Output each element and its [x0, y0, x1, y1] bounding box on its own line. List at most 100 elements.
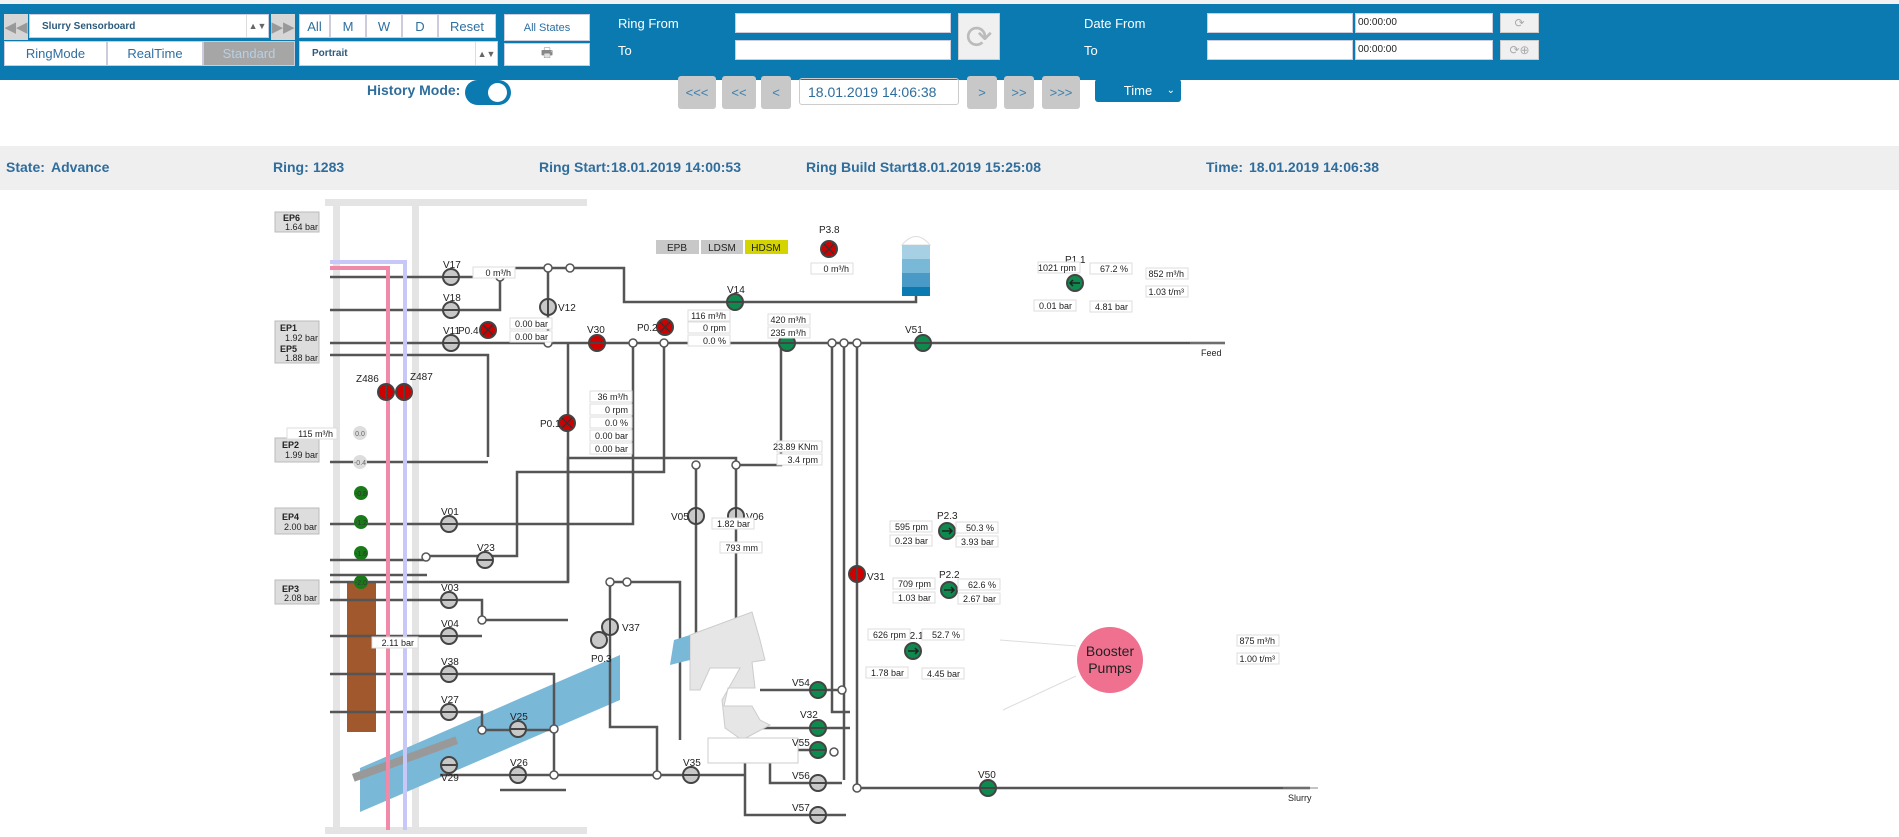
- period-week-button[interactable]: W: [366, 14, 402, 38]
- valve-v51[interactable]: V51: [905, 325, 932, 352]
- mode-tab-epb[interactable]: [656, 240, 699, 254]
- valve-label: Z487: [410, 372, 433, 383]
- valve-z486[interactable]: Z486: [356, 374, 395, 401]
- step-select[interactable]: Time⌄: [1095, 79, 1181, 102]
- date-add-button[interactable]: ⟳⊕: [1500, 40, 1539, 60]
- nav-fast-forward-button[interactable]: >>: [1004, 76, 1034, 109]
- prev-board-button[interactable]: ◀◀: [4, 14, 28, 40]
- time-from-input[interactable]: 00:00:00: [1355, 13, 1493, 33]
- valve-v32[interactable]: V32: [800, 710, 827, 737]
- valve-v26[interactable]: V26: [509, 758, 528, 784]
- valve-v23[interactable]: V23: [476, 543, 495, 569]
- board-select[interactable]: Slurry Sensorboard▲▼: [29, 14, 269, 38]
- pump-p3-8[interactable]: P3.8: [819, 225, 840, 258]
- nav-first-button[interactable]: <<<: [678, 76, 716, 109]
- next-board-button[interactable]: ▶▶: [271, 14, 295, 40]
- select-arrows-icon: ▲▼: [246, 15, 268, 37]
- valve-v30[interactable]: V30: [587, 325, 606, 352]
- valve-v12[interactable]: V12: [539, 298, 576, 316]
- readout: 626 rpm: [867, 628, 911, 641]
- valve-v14[interactable]: V14: [726, 285, 745, 311]
- realtime-button[interactable]: RealTime: [107, 41, 203, 66]
- ep5-value: 1.88 bar: [285, 353, 318, 363]
- nav-last-button[interactable]: >>>: [1042, 76, 1080, 109]
- valve-v57[interactable]: V57: [792, 803, 827, 824]
- valve-z487[interactable]: Z487: [395, 372, 433, 401]
- all-states-button[interactable]: All States: [504, 14, 590, 41]
- valve-v05[interactable]: V05: [671, 507, 705, 525]
- valve-v27[interactable]: V27: [440, 695, 459, 721]
- nav-forward-button[interactable]: >: [967, 76, 997, 109]
- ring-to-input[interactable]: [735, 40, 951, 60]
- valve-v03[interactable]: V03: [440, 583, 459, 609]
- orientation-select[interactable]: Portrait▲▼: [299, 41, 498, 66]
- date-refresh-button[interactable]: ⟳: [1500, 13, 1539, 33]
- booster-pumps[interactable]: Booster Pumps: [999, 627, 1143, 711]
- history-mode-toggle[interactable]: [465, 80, 511, 105]
- valve-v55[interactable]: V55: [792, 738, 827, 759]
- reset-button[interactable]: Reset: [438, 14, 496, 38]
- svg-text:23.89 KNm: 23.89 KNm: [773, 442, 818, 452]
- valve-v38[interactable]: V38: [440, 657, 459, 683]
- refresh-plus-icon: ⟳⊕: [1509, 43, 1530, 57]
- valve-label: V32: [800, 710, 818, 721]
- nav-fast-back-button[interactable]: <<: [722, 76, 756, 109]
- pump-p2-1[interactable]: P2.1: [903, 631, 924, 660]
- valve-v11[interactable]: V11: [442, 326, 460, 352]
- mode-tabs: EPB LDSM HDSM: [656, 240, 788, 254]
- valve-v54[interactable]: V54: [792, 678, 827, 699]
- mode-tab-ldsm[interactable]: [701, 240, 743, 254]
- period-day-button[interactable]: D: [402, 14, 438, 38]
- mode-tab-hdsm[interactable]: [745, 240, 788, 254]
- ringmode-button[interactable]: RingMode: [4, 41, 107, 66]
- date-to-input[interactable]: [1207, 40, 1353, 60]
- valve-v50[interactable]: V50: [978, 770, 997, 797]
- pump-p0-4[interactable]: P0.4: [458, 321, 497, 339]
- toggle-knob: [488, 83, 507, 102]
- valve-v56[interactable]: V56: [792, 771, 827, 792]
- date-from-input[interactable]: [1207, 13, 1353, 33]
- mode-tab-hdsm-label: HDSM: [751, 243, 780, 254]
- nav-back-button[interactable]: <: [761, 76, 791, 109]
- valve-label: V31: [867, 572, 885, 583]
- period-month-button[interactable]: M: [330, 14, 366, 38]
- slurry-label: Slurry: [1288, 793, 1312, 803]
- valve-v18[interactable]: V18: [442, 293, 461, 319]
- valve-v31[interactable]: V31: [848, 565, 885, 583]
- readout: 115 m³/h: [286, 427, 338, 440]
- pump-p0-2[interactable]: P0.2: [637, 318, 674, 336]
- ring-from-input[interactable]: [735, 13, 951, 33]
- ep3-value: 2.08 bar: [284, 593, 317, 603]
- valve-v04[interactable]: V04: [440, 619, 459, 645]
- excavation-chamber: [347, 583, 376, 732]
- readout: 67.2 %: [1089, 262, 1133, 275]
- readout: 4.81 bar: [1089, 300, 1133, 313]
- valve-label: V12: [558, 303, 576, 314]
- svg-text:36 m³/h: 36 m³/h: [597, 392, 628, 402]
- pump-p2-3[interactable]: P2.3: [937, 511, 958, 540]
- refresh-button[interactable]: ⟳: [958, 13, 1000, 60]
- print-button[interactable]: 🖶: [504, 43, 590, 66]
- ring-to-label: To: [618, 43, 632, 58]
- pump-p0-1[interactable]: P0.1: [540, 414, 576, 432]
- standard-button[interactable]: Standard: [203, 41, 295, 66]
- svg-text:1.03 bar: 1.03 bar: [898, 593, 931, 603]
- valve-label: V14: [727, 285, 745, 296]
- period-all-button[interactable]: All: [299, 14, 330, 38]
- pump-p1-1[interactable]: P1.1: [1065, 255, 1086, 292]
- double-chevron-left-icon: ◀◀: [4, 19, 28, 36]
- pump-p0-3[interactable]: P0.3: [590, 631, 612, 665]
- valve-v17[interactable]: V17: [442, 260, 461, 286]
- svg-text:67.2 %: 67.2 %: [1100, 264, 1128, 274]
- valve-label: V06: [746, 512, 764, 523]
- time-to-input[interactable]: 00:00:00: [1355, 40, 1493, 60]
- state-label: State:: [6, 159, 45, 175]
- valve-v29[interactable]: V29: [440, 756, 459, 784]
- valve-v37[interactable]: V37: [601, 618, 640, 636]
- valve-v35[interactable]: V35: [682, 758, 701, 784]
- pump-p2-2[interactable]: P2.2: [939, 570, 960, 599]
- valve-v01[interactable]: V01: [440, 507, 459, 533]
- chamber-gauge: -1.2: [355, 520, 367, 527]
- valve-v25[interactable]: V25: [509, 712, 528, 738]
- current-time-input[interactable]: 18.01.2019 14:06:38: [799, 78, 959, 105]
